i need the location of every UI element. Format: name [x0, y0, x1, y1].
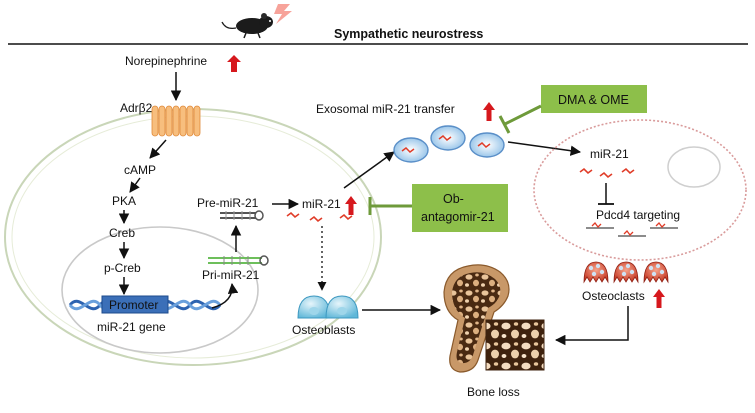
osteoblast-cell-outline-inner	[11, 115, 375, 359]
dma-ome-label: DMA & OME	[558, 93, 629, 107]
pdcd4-label: Pdcd4 targeting	[596, 208, 680, 222]
mrna-targets-icon	[586, 222, 678, 237]
creb-label: Creb	[109, 226, 135, 240]
osteoblasts-label: Osteoblasts	[292, 323, 355, 337]
arrow-mir21-to-exosomes	[343, 151, 395, 189]
mir21-gene-label: miR-21 gene	[97, 320, 166, 334]
osteoclast-cell-outline	[533, 119, 747, 261]
pri-mir21-hairpin-icon	[208, 255, 269, 266]
pri-mir21-label: Pri-miR-21	[202, 268, 260, 282]
dma-ome-box	[541, 85, 647, 113]
mir21-up-arrow	[345, 196, 357, 215]
arrow-exosomes-to-osteoclast	[507, 141, 582, 156]
pre-mir21-label: Pre-miR-21	[197, 196, 259, 210]
camp-label: cAMP	[124, 163, 156, 177]
osteoclasts-label: Osteoclasts	[582, 289, 645, 303]
mouse-icon	[221, 13, 273, 39]
norepinephrine-label: Norepinephrine	[125, 54, 207, 68]
arrow-camp-to-pka	[129, 177, 141, 193]
osteoblasts-icon	[297, 295, 359, 319]
pka-label: PKA	[112, 194, 136, 208]
osteoclasts-up-arrow	[653, 289, 665, 308]
lightning-icon	[274, 4, 292, 24]
arrow-gene-to-pri	[211, 282, 239, 309]
nucleus-outline	[61, 226, 259, 354]
ob-antagomir-line1: Ob-	[443, 192, 464, 206]
arrow-adrb2-to-camp	[149, 139, 167, 159]
mir21-label: miR-21	[302, 197, 341, 211]
exosome-vesicles-icon	[393, 125, 505, 163]
arrow-osteoclasts-to-bone	[554, 306, 629, 346]
dma-ome-inhibit-bar	[498, 115, 511, 134]
adrb2-receptor-icon	[151, 105, 201, 137]
ob-antagomir-box	[412, 184, 508, 232]
mir21-right-label: miR-21	[590, 147, 629, 161]
pre-mir21-hairpin-icon	[220, 210, 264, 221]
mir21-strands-icon	[286, 211, 353, 223]
bone-loss-label: Bone loss	[467, 385, 520, 399]
exosomal-transfer-label: Exosomal miR-21 transfer	[316, 102, 455, 116]
exosomal-up-arrow	[483, 102, 495, 121]
mir21-right-strands-icon	[579, 167, 635, 179]
ob-antagomir-line2: antagomir-21	[421, 210, 495, 224]
osteoclasts-icon	[583, 261, 669, 284]
adrb2-label: Adrβ2	[120, 101, 153, 115]
promoter-label: Promoter	[109, 298, 158, 312]
pcreb-label: p-Creb	[104, 261, 141, 275]
bone-icon	[443, 264, 510, 373]
promoter-box	[101, 295, 169, 314]
dma-ome-inhibit-line	[504, 104, 542, 126]
bone-cross-section-icon	[485, 319, 545, 371]
header-title: Sympathetic neurostress	[334, 27, 483, 41]
osteoclast-nucleus-outline	[667, 146, 721, 188]
norepinephrine-up-arrow	[227, 55, 241, 72]
